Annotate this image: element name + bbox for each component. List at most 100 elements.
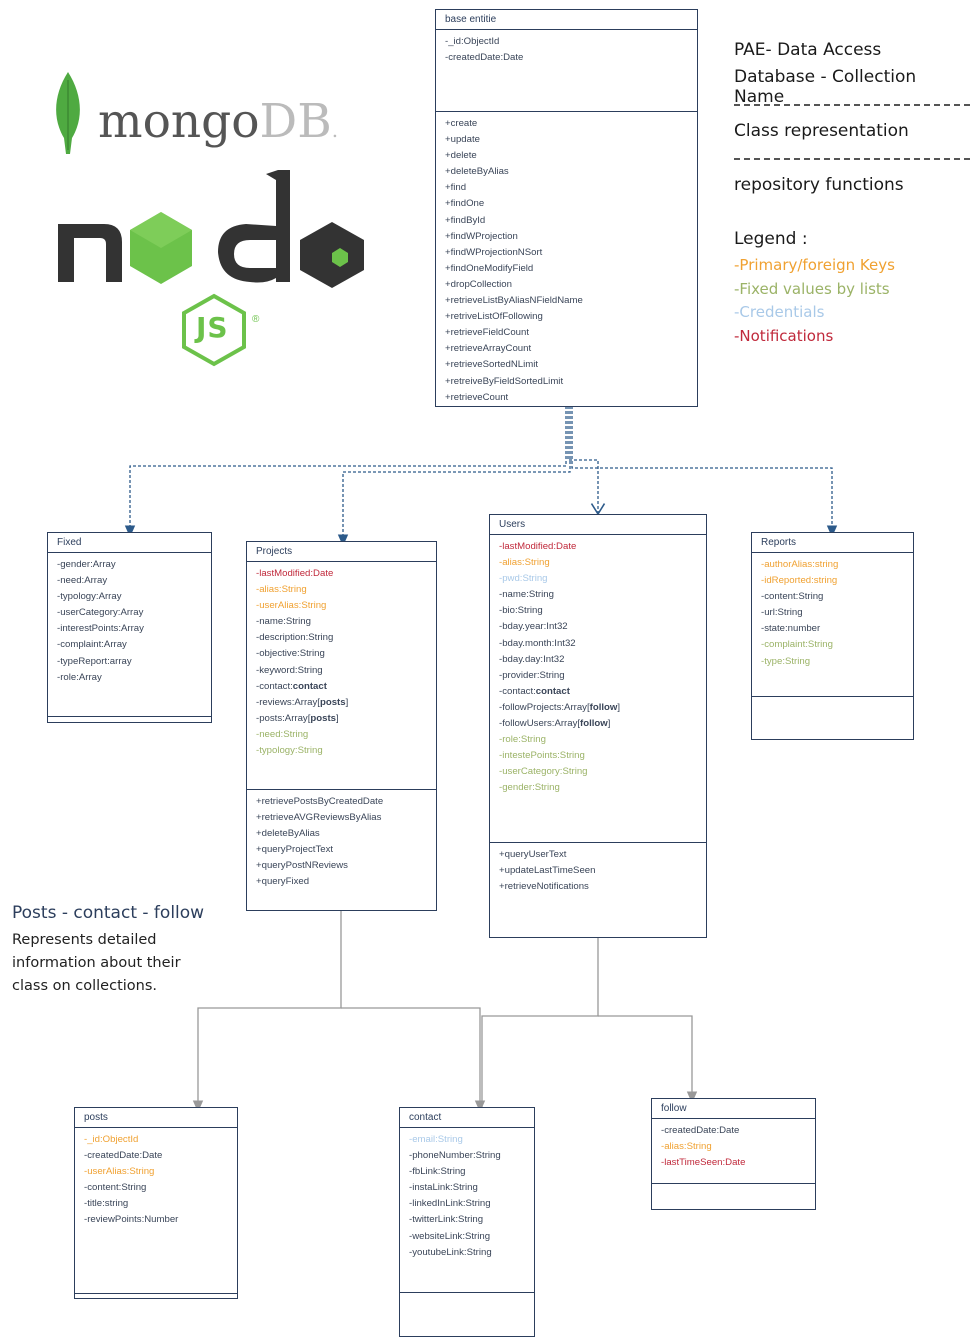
attribute-row: -pwd:String <box>499 573 548 585</box>
attribute-row: -state:number <box>761 623 821 635</box>
attribute-row: -role:String <box>499 734 546 746</box>
repository-functions-label: repository functions <box>734 175 904 195</box>
method-row: +retrieveAVGReviewsByAlias <box>256 812 382 824</box>
mongodb-leaf-icon <box>56 72 80 154</box>
attribute-row: -youtubeLink:String <box>409 1246 492 1258</box>
class-box-follow: follow-createdDate:Date-alias:String-las… <box>651 1098 816 1210</box>
attribute-row: -alias:String <box>661 1141 712 1153</box>
method-row: +dropCollection <box>445 278 512 290</box>
attribute-row: -idReported:string <box>761 575 838 587</box>
attribute-row: -provider:String <box>499 669 565 681</box>
method-row: +deleteByAlias <box>445 166 509 178</box>
attribute-type-ref: posts <box>310 712 336 724</box>
method-row: +findOneModifyField <box>445 262 534 274</box>
attribute-name: -reviews:Array[ <box>256 696 320 708</box>
methods-section <box>48 717 211 725</box>
method-row: +retreiveByFieldSortedLimit <box>445 375 564 387</box>
attribute-row: -title:string <box>84 1198 129 1210</box>
method-row: +retrieveFieldCount <box>445 327 529 339</box>
attribute-row: -name:String <box>256 616 311 628</box>
connector-users-to-contact <box>481 938 599 1107</box>
method-row: +retriveListOfFollowing <box>445 311 543 323</box>
attribute-row: -need:Array <box>57 575 108 587</box>
attribute-row: -contact:contact <box>499 684 697 700</box>
class-box-contact: contact -email:String -phoneNumber:String -… <box>399 1107 535 1337</box>
attribute-row: -typology:String <box>256 745 323 757</box>
attribute-row: -followProjects:Array[follow] <box>499 700 697 716</box>
legend-item: -Credentials <box>734 303 825 321</box>
method-row: +findWProjection <box>445 230 518 242</box>
attribute-type-ref: posts <box>319 696 346 708</box>
attribute-row: -phoneNumber:String <box>409 1150 501 1162</box>
attribute-row: -type:String <box>761 655 811 667</box>
method-row: +queryPostNReviews <box>256 860 348 872</box>
attribute-row: -userAlias:String <box>84 1166 155 1178</box>
diagram-title-line1: PAE- Data Access <box>734 40 882 60</box>
attribute-row: -objective:String <box>256 648 325 660</box>
methods-section: +create+update+delete+deleteByAlias+find… <box>436 112 697 410</box>
class-representation-label: Class representation <box>734 121 909 141</box>
method-row: +retrieveArrayCount <box>445 343 532 355</box>
attribute-row: -bday.month:Int32 <box>499 637 576 649</box>
note-title: Posts - contact - follow <box>12 903 205 923</box>
methods-section <box>400 1293 534 1301</box>
attribute-row: -authorAlias:string <box>761 559 839 570</box>
attribute-row: -createdDate:Date <box>661 1125 740 1136</box>
attribute-row: -posts:Array[posts] <box>256 711 427 727</box>
class-name: Users <box>490 515 706 535</box>
attribute-row: -lastModified:Date <box>499 541 577 552</box>
attribute-row: -websiteLink:String <box>409 1230 491 1242</box>
methods-section: +retrievePostsByCreatedDate +retrieveAVGR… <box>247 790 436 895</box>
attribute-suffix: ] <box>607 718 611 730</box>
attribute-name: -followUsers:Array[ <box>499 718 581 730</box>
attribute-row: -contact:contact <box>256 679 427 695</box>
method-row: +delete <box>445 150 477 162</box>
attribute-row: -url:String <box>761 607 803 619</box>
class-name: Fixed <box>48 533 211 553</box>
attribute-row: -description:String <box>256 632 334 644</box>
method-row: +findOne <box>445 198 485 210</box>
node-reg-mark: ® <box>252 314 260 325</box>
attribute-row: -userCategory:String <box>499 766 588 778</box>
header-divider-2 <box>734 158 970 160</box>
attribute-name: -posts:Array[ <box>256 712 311 724</box>
attribute-row: -email:String <box>409 1134 463 1145</box>
attribute-row: -userCategory:Array <box>57 607 144 619</box>
attribute-row: -_id:ObjectId <box>445 36 500 47</box>
attribute-row: -gender:Array <box>57 559 116 570</box>
attributes-section: -authorAlias:string-idReported:string-co… <box>752 553 913 697</box>
mongodb-logo: mongoDB. <box>44 70 384 160</box>
attribute-row: -followUsers:Array[follow] <box>499 716 697 732</box>
attribute-name: -contact: <box>256 680 293 692</box>
attributes-section: -lastModified:Date -alias:String -userAlia… <box>247 562 436 790</box>
attribute-row: -lastModified:Date <box>256 568 334 579</box>
method-row: +update <box>445 134 480 146</box>
attribute-row: -role:Array <box>57 671 102 683</box>
attribute-row: -instaLink:String <box>409 1182 478 1194</box>
attribute-row: -typeReport:array <box>57 655 132 667</box>
connector-users-to-follow <box>598 1015 698 1104</box>
method-row: +find <box>445 182 467 194</box>
attribute-row: -content:String <box>84 1182 147 1194</box>
methods-section <box>75 1294 237 1302</box>
attribute-type-ref: contact <box>292 680 327 692</box>
attribute-type-ref: follow <box>589 701 618 713</box>
attribute-row: -reviewPoints:Number <box>84 1214 179 1226</box>
attribute-row: -alias:String <box>256 584 307 596</box>
method-row: +queryFixed <box>256 876 310 888</box>
method-row: +findById <box>445 214 486 226</box>
methods-section <box>752 697 913 705</box>
js-label: JS <box>196 311 229 344</box>
attribute-row: -createdDate:Date <box>84 1150 163 1162</box>
attribute-row: -bday.year:Int32 <box>499 621 568 633</box>
class-name: contact <box>400 1108 534 1128</box>
diagram-title-line2: Database - Collection Name <box>734 67 917 107</box>
class-box-fixed: Fixed-gender:Array-need:Array-typology:A… <box>47 532 212 723</box>
connector-base-to-fixed <box>124 406 567 538</box>
method-row: +retrievePostsByCreatedDate <box>256 796 384 807</box>
attribute-row: -userAlias:String <box>256 600 327 612</box>
attribute-row: -createdDate:Date <box>445 52 524 64</box>
attribute-row: -intestePoints:String <box>499 750 585 762</box>
attribute-row: -bio:String <box>499 605 543 617</box>
legend-item: -Fixed values by lists <box>734 279 890 298</box>
